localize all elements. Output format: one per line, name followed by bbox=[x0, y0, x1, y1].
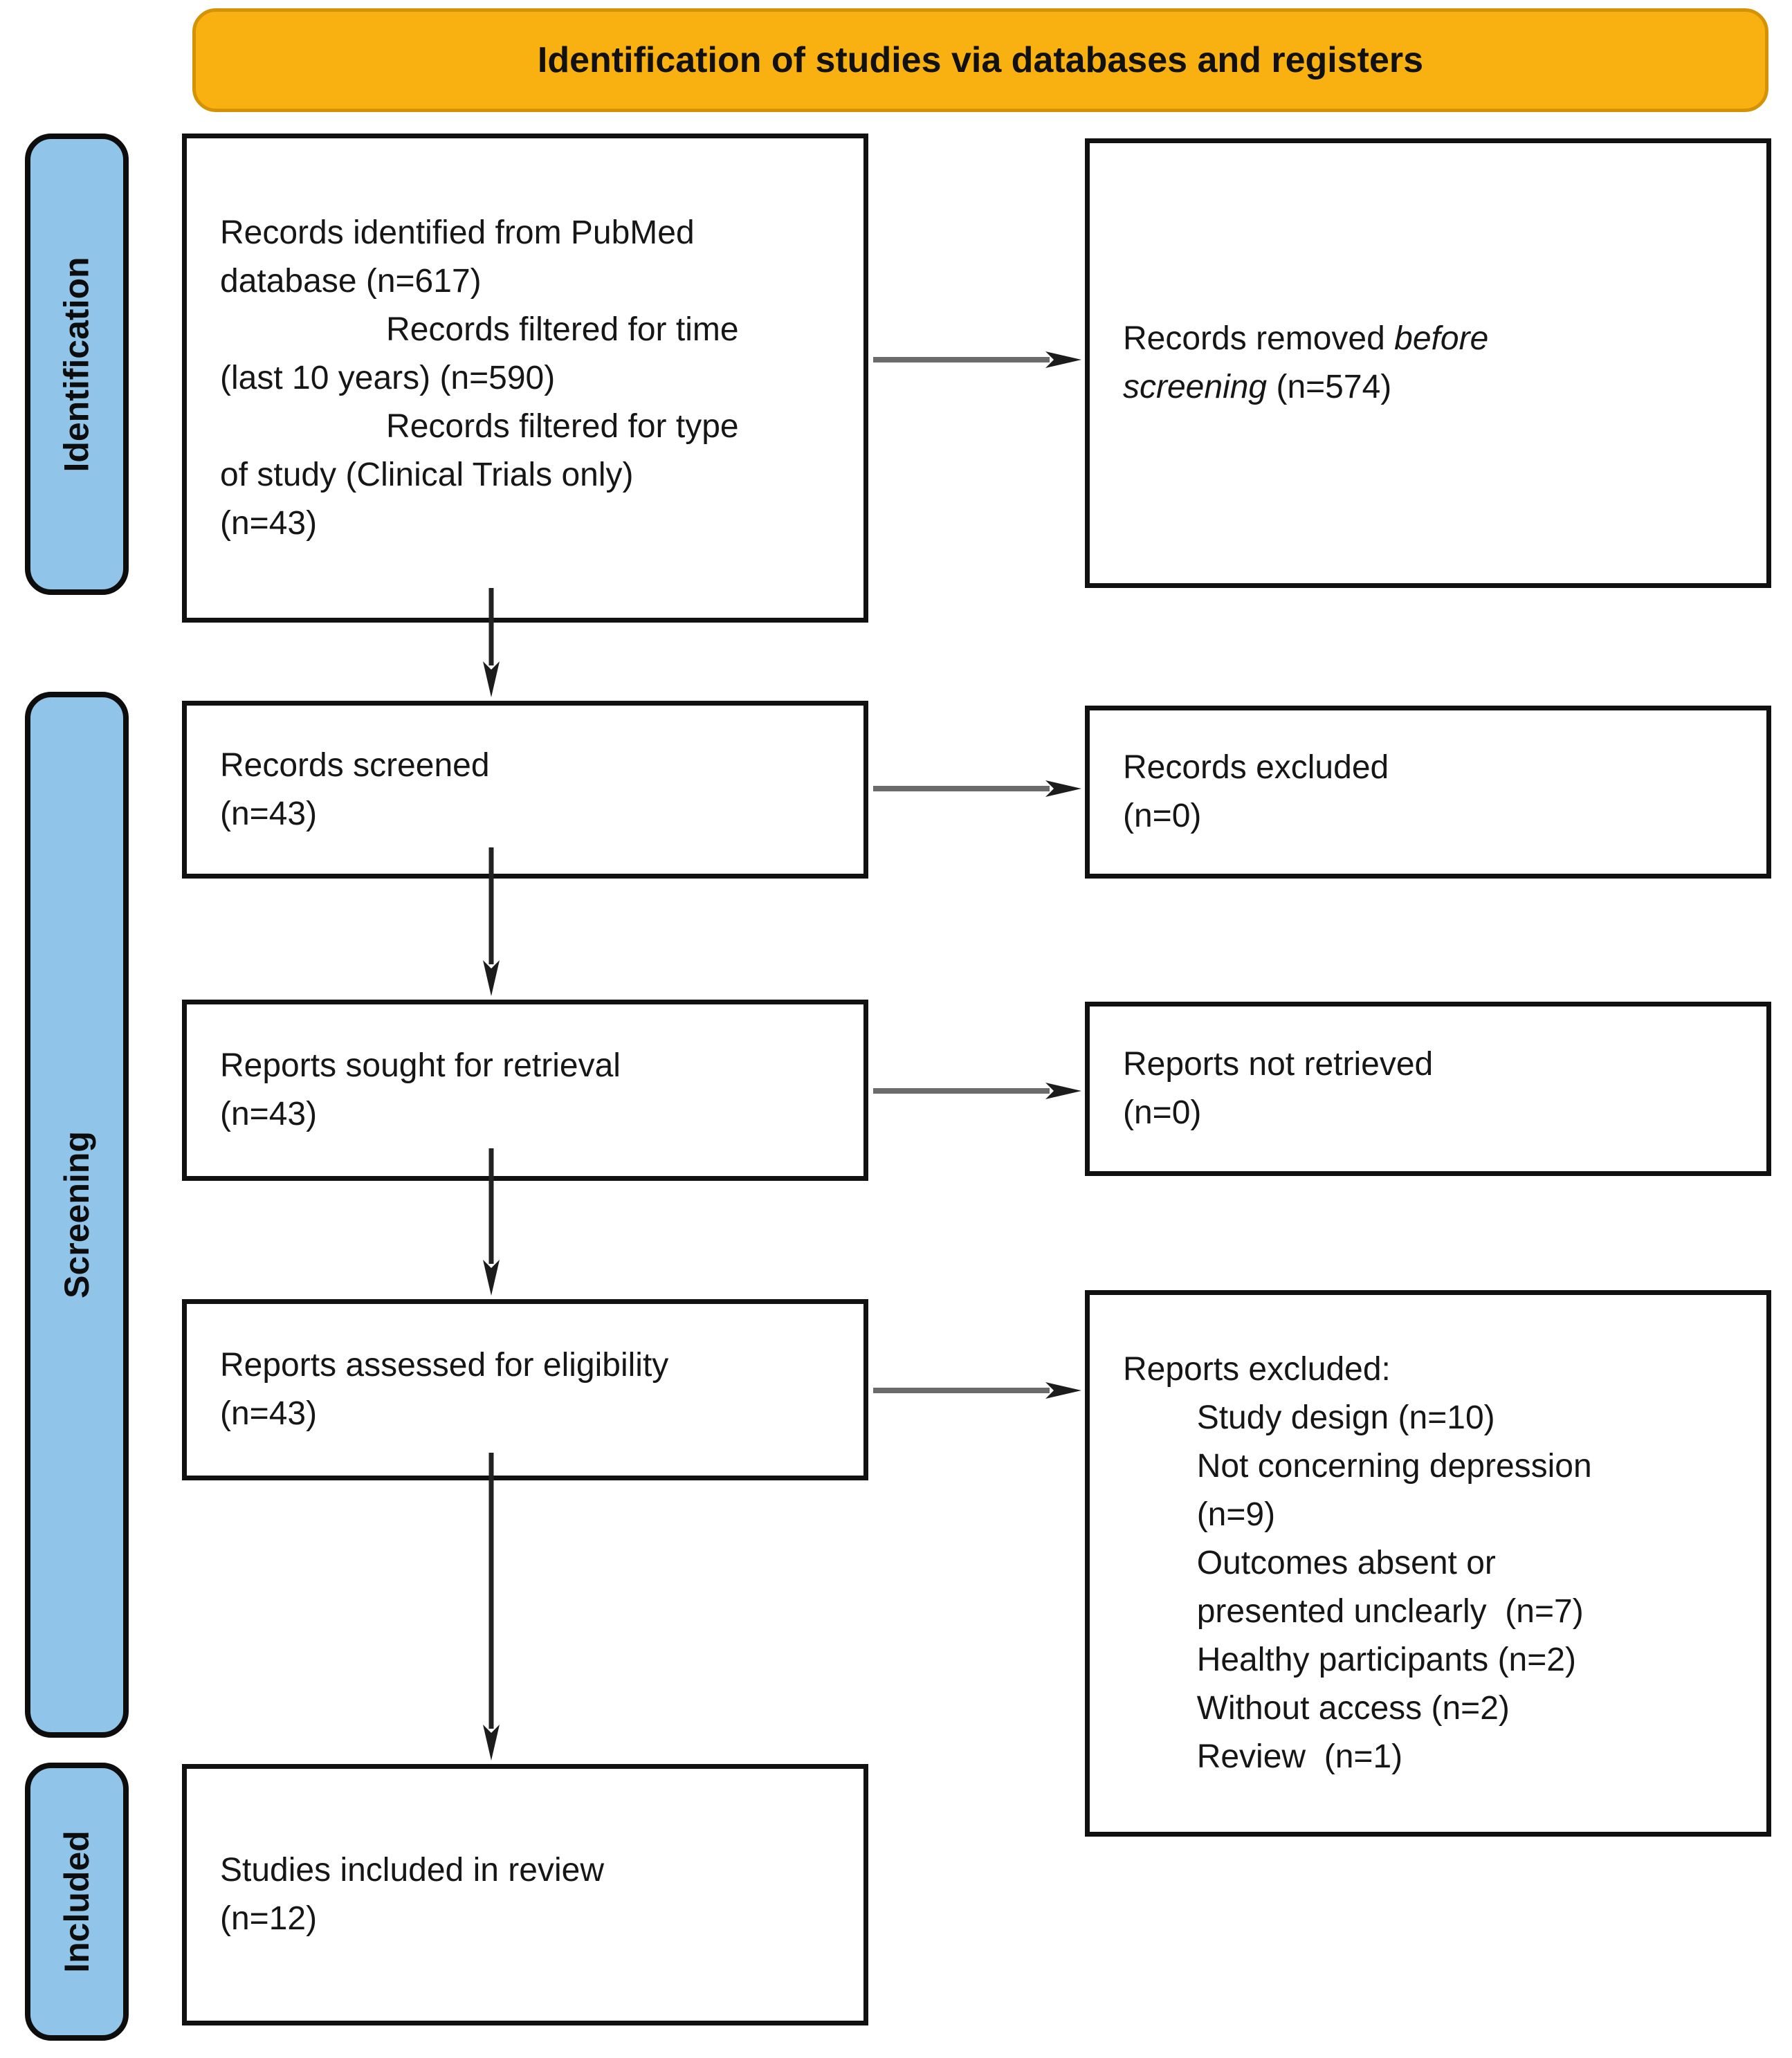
stage-screening: Screening bbox=[25, 692, 129, 1738]
stage-identification: Identification bbox=[25, 134, 129, 595]
box-records-removed: Records removed before screening (n=574) bbox=[1085, 138, 1771, 588]
banner-identification-of-studies: Identification of studies via databases … bbox=[192, 8, 1768, 112]
arrow-down-sought-to-assessed bbox=[483, 1148, 500, 1296]
box-records-identified-text: Records identified from PubMed database … bbox=[220, 214, 739, 542]
box-reports-not-retrieved: Reports not retrieved (n=0) bbox=[1085, 1002, 1771, 1176]
box-reports-excluded: Reports excluded: Study design (n=10) No… bbox=[1085, 1290, 1771, 1837]
arrow-down-identified-to-screened bbox=[483, 588, 500, 697]
arrow-down-assessed-to-included bbox=[483, 1453, 500, 1761]
box-reports-excluded-text: Reports excluded: Study design (n=10) No… bbox=[1123, 1351, 1592, 1775]
box-records-screened: Records screened (n=43) bbox=[182, 701, 868, 879]
arrow-right-screened-to-excluded bbox=[873, 780, 1081, 797]
box-reports-sought: Reports sought for retrieval (n=43) bbox=[182, 1000, 868, 1181]
box-reports-assessed-text: Reports assessed for eligibility (n=43) bbox=[220, 1347, 669, 1432]
box-reports-sought-text: Reports sought for retrieval (n=43) bbox=[220, 1047, 621, 1132]
banner-label: Identification of studies via databases … bbox=[537, 40, 1424, 80]
records-removed-italic: before screening bbox=[1123, 320, 1498, 405]
box-reports-assessed: Reports assessed for eligibility (n=43) bbox=[182, 1299, 868, 1480]
arrow-down-screened-to-sought bbox=[483, 847, 500, 996]
arrow-right-sought-to-not-retrieved bbox=[873, 1083, 1081, 1099]
box-studies-included-text: Studies included in review (n=12) bbox=[220, 1852, 604, 1937]
box-records-identified: Records identified from PubMed database … bbox=[182, 134, 868, 623]
records-removed-suffix: (n=574) bbox=[1267, 369, 1392, 405]
box-studies-included: Studies included in review (n=12) bbox=[182, 1764, 868, 2025]
box-records-excluded: Records excluded (n=0) bbox=[1085, 706, 1771, 879]
box-records-excluded-text: Records excluded (n=0) bbox=[1123, 749, 1389, 834]
box-reports-not-retrieved-text: Reports not retrieved (n=0) bbox=[1123, 1046, 1434, 1131]
stage-included-label: Included bbox=[57, 1830, 97, 1973]
box-records-screened-text: Records screened (n=43) bbox=[220, 746, 490, 832]
box-records-removed-text: Records removed before screening (n=574) bbox=[1090, 315, 1625, 412]
arrow-right-identified-to-removed bbox=[873, 351, 1081, 368]
stage-included: Included bbox=[25, 1763, 129, 2041]
stage-identification-label: Identification bbox=[57, 256, 97, 472]
records-removed-prefix: Records removed bbox=[1123, 320, 1395, 357]
arrow-right-assessed-to-excluded bbox=[873, 1382, 1081, 1399]
stage-screening-label: Screening bbox=[57, 1131, 96, 1298]
